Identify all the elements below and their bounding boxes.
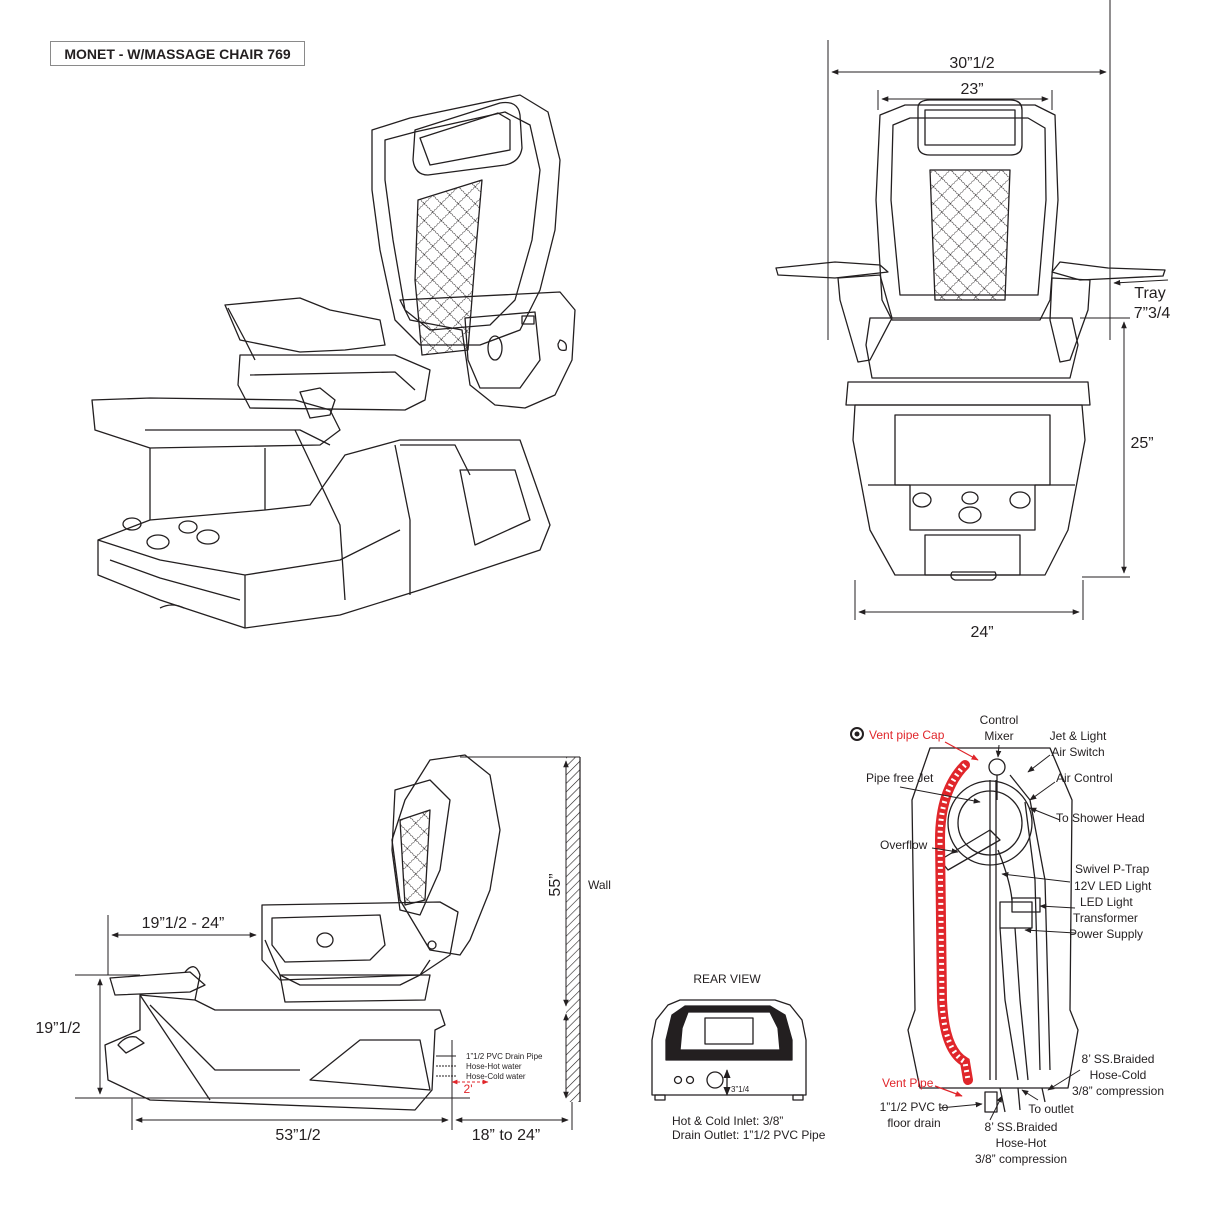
dim-basin-height: 19”1/2 (35, 1020, 80, 1037)
dim-base-width: 24” (970, 624, 993, 641)
pipe-free-jet-label: Pipe free Jet (866, 771, 934, 785)
dim-tray: 7”3/4 (1134, 305, 1171, 322)
front-dimensions (827, 0, 1169, 620)
jet-light-label-2: Air Switch (1051, 745, 1104, 759)
control-label-1: Control (980, 713, 1019, 727)
pipe-offset-label: 2' (464, 1082, 473, 1096)
vent-pipe-label: Vent Pipe (882, 1076, 934, 1090)
tray-label: Tray (1134, 285, 1165, 302)
air-control-label: Air Control (1056, 771, 1113, 785)
vent-cap-dot (854, 731, 860, 737)
dim-wall-gap: 18” to 24” (472, 1127, 540, 1144)
quilted-strip (414, 179, 483, 356)
front-view (775, 99, 1166, 581)
hot-label-3: 3/8” compression (975, 1152, 1067, 1166)
dim-width-outer: 30”1/2 (949, 55, 994, 72)
plumbing-view (907, 747, 1079, 1113)
control-label-2: Mixer (984, 729, 1013, 743)
hot-label-1: 8’ SS.Braided (985, 1120, 1058, 1134)
vent-pipe (934, 760, 973, 1085)
vent-cap-icon (850, 727, 864, 741)
wall-hatch (566, 757, 580, 1102)
power-supply-label: Power Supply (1069, 927, 1143, 941)
vent-cap-label: Vent pipe Cap (869, 728, 945, 742)
jet-light-label-1: Jet & Light (1050, 729, 1107, 743)
title-box: MONET - W/MASSAGE CHAIR 769 (50, 41, 305, 66)
shower-head-label: To Shower Head (1056, 811, 1145, 825)
front-headrest (917, 99, 1023, 156)
wall-label: Wall (588, 878, 611, 892)
rear-note-inlet: Hot & Cold Inlet: 3/8” (672, 1114, 783, 1128)
dim-width-inner: 23” (960, 81, 983, 98)
dim-footrest-reach: 19”1/2 - 24” (142, 915, 225, 932)
rear-view (651, 999, 807, 1101)
pipe-drain-label: 1”1/2 PVC Drain Pipe (466, 1052, 543, 1061)
dim-height: 25” (1130, 435, 1153, 452)
hose-hot-label: Hose-Hot water (466, 1062, 522, 1071)
ptrap-label: Swivel P-Trap (1075, 862, 1150, 876)
hose-cold-label: Hose-Cold water (466, 1072, 526, 1081)
side-view (104, 754, 501, 1111)
cold-label-3: 3/8” compression (1072, 1084, 1164, 1098)
rear-note-drain: Drain Outlet: 1”1/2 PVC Pipe (672, 1128, 826, 1142)
led-label-2: Transformer (1073, 911, 1138, 925)
vent-cap-leader (944, 741, 979, 761)
led-label-1: LED Light (1080, 895, 1133, 909)
side-dimensions (75, 756, 580, 1130)
pvc-label-1: 1”1/2 PVC to (880, 1100, 949, 1114)
hot-label-2: Hose-Hot (996, 1136, 1047, 1150)
dim-total-height: 55” (547, 873, 564, 896)
diagram-title: MONET - W/MASSAGE CHAIR 769 (64, 45, 291, 62)
outlet-label: To outlet (1028, 1102, 1074, 1116)
rear-dim: 3”1/4 (731, 1085, 750, 1094)
cold-label-1: 8’ SS.Braided (1082, 1052, 1155, 1066)
led-12v-label: 12V LED Light (1074, 879, 1152, 893)
dim-length: 53”1/2 (275, 1127, 320, 1144)
plumbing-leaders (899, 744, 1081, 1121)
overflow-label: Overflow (880, 838, 928, 852)
headrest (412, 101, 523, 176)
perspective-view (91, 94, 576, 629)
vent-pipe-leader (934, 1085, 963, 1097)
pvc-label-2: floor drain (887, 1116, 940, 1130)
cold-label-2: Hose-Cold (1090, 1068, 1147, 1082)
rear-view-title: REAR VIEW (693, 972, 761, 986)
